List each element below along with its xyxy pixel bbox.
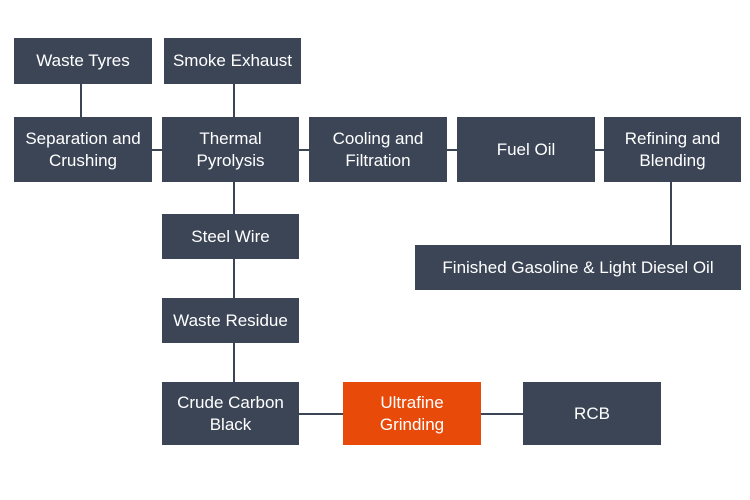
node-steel-wire: Steel Wire xyxy=(162,214,299,259)
edge-waste-tyres-separation xyxy=(80,84,82,117)
edge-pyrolysis-cooling xyxy=(299,149,309,151)
edge-cooling-fuel-oil xyxy=(447,149,457,151)
edge-fuel-oil-refining xyxy=(595,149,604,151)
node-cooling-filtration: Cooling and Filtration xyxy=(309,117,447,182)
edge-separation-pyrolysis xyxy=(152,149,162,151)
node-waste-tyres: Waste Tyres xyxy=(14,38,152,84)
edge-residue-carbon-black xyxy=(233,343,235,382)
edge-grinding-rcb xyxy=(481,413,523,415)
node-crude-carbon-black: Crude Carbon Black xyxy=(162,382,299,445)
node-waste-residue: Waste Residue xyxy=(162,298,299,343)
node-separation-crushing: Separation and Crushing xyxy=(14,117,152,182)
node-fuel-oil: Fuel Oil xyxy=(457,117,595,182)
edge-refining-finished xyxy=(670,182,672,245)
node-smoke-exhaust: Smoke Exhaust xyxy=(164,38,301,84)
node-finished-gasoline-diesel: Finished Gasoline & Light Diesel Oil xyxy=(415,245,741,290)
edge-smoke-exhaust-pyrolysis xyxy=(233,84,235,117)
edge-carbon-black-grinding xyxy=(299,413,343,415)
node-rcb: RCB xyxy=(523,382,661,445)
node-thermal-pyrolysis: Thermal Pyrolysis xyxy=(162,117,299,182)
edge-steel-wire-residue xyxy=(233,259,235,298)
node-ultrafine-grinding: Ultrafine Grinding xyxy=(343,382,481,445)
node-refining-blending: Refining and Blending xyxy=(604,117,741,182)
edge-pyrolysis-steel-wire xyxy=(233,182,235,214)
